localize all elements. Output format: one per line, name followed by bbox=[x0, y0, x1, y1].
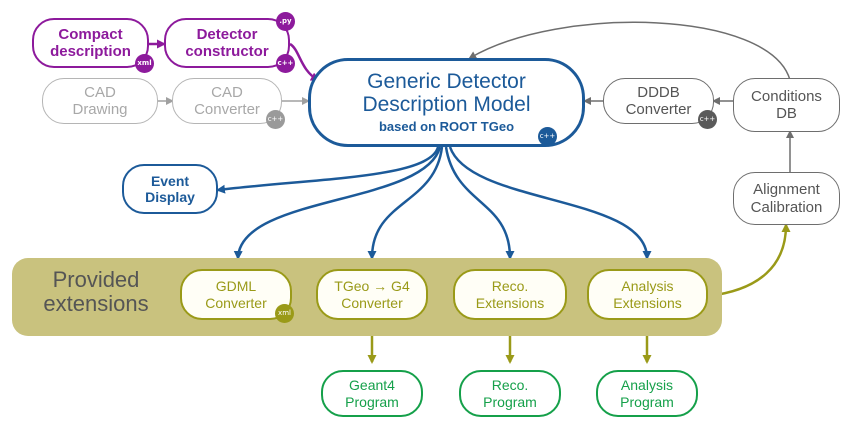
node-cad-converter-label-2: Converter bbox=[194, 101, 260, 118]
node-cad-converter[interactable]: CAD Converter c++ bbox=[172, 78, 285, 129]
node-compact-label-2: description bbox=[50, 43, 131, 60]
node-cad-drawing[interactable]: CAD Drawing bbox=[42, 78, 158, 124]
node-detector-label-2: constructor bbox=[185, 43, 269, 60]
edge-analysis-ext-to-alignment bbox=[707, 223, 791, 298]
node-geant4-program[interactable]: Geant4 Program bbox=[321, 370, 423, 417]
node-event-display[interactable]: Event Display bbox=[122, 164, 218, 214]
node-gdml-label-2: Converter bbox=[205, 294, 267, 311]
edge-model-to-analysis-ext bbox=[448, 146, 652, 260]
node-analysis-ext-label-1: Analysis bbox=[621, 278, 674, 295]
cpp-badge: c++ bbox=[276, 54, 295, 73]
provided-extensions-label: Provided extensions bbox=[26, 267, 166, 317]
node-tgeo-g4-label-2: Converter bbox=[341, 294, 403, 311]
node-reco-ext-label-2: Extensions bbox=[475, 294, 545, 311]
node-alignment-calibration[interactable]: Alignment Calibration bbox=[733, 172, 840, 225]
node-analysis-prog-label-2: Program bbox=[620, 393, 674, 410]
node-compact-description[interactable]: Compact description xml bbox=[32, 18, 154, 73]
node-dddb-label-1: DDDB bbox=[637, 83, 680, 101]
main-subtitle: based on ROOT TGeo bbox=[378, 119, 515, 135]
node-gdml-converter[interactable]: GDML Converter xml bbox=[180, 269, 294, 323]
node-conditions-db[interactable]: Conditions DB bbox=[733, 78, 840, 132]
node-tgeo-g4-label-1: TGeo → G4 bbox=[334, 278, 410, 295]
node-generic-detector-description-model[interactable]: Generic Detector Description Model based… bbox=[308, 58, 585, 147]
node-compact-label-1: Compact bbox=[58, 25, 123, 43]
node-detector-constructor[interactable]: Detector constructor .py c++ bbox=[164, 12, 295, 73]
band-label-line2: extensions bbox=[43, 291, 149, 317]
node-analysis-extensions[interactable]: Analysis Extensions bbox=[587, 269, 708, 320]
cpp-badge: c++ bbox=[698, 110, 717, 129]
xml-badge: xml bbox=[135, 54, 154, 73]
xml-badge: xml bbox=[275, 304, 294, 323]
cpp-badge: c++ bbox=[538, 127, 557, 146]
node-alignment-label-2: Calibration bbox=[750, 198, 823, 216]
node-cad-converter-label-1: CAD bbox=[211, 83, 243, 101]
node-gdml-label-1: GDML bbox=[215, 278, 257, 295]
node-analysis-ext-label-2: Extensions bbox=[613, 294, 682, 311]
node-reco-prog-label-2: Program bbox=[483, 393, 537, 410]
node-cad-drawing-label-2: Drawing bbox=[72, 101, 128, 118]
main-title-line2: Description Model bbox=[362, 93, 531, 117]
edge-model-to-reco-ext bbox=[444, 146, 515, 260]
band-label-line1: Provided bbox=[52, 267, 140, 292]
node-analysis-program[interactable]: Analysis Program bbox=[596, 370, 698, 417]
node-tgeo-g4-converter[interactable]: TGeo → G4 Converter bbox=[316, 269, 428, 320]
node-conditions-label-2: DB bbox=[776, 105, 797, 122]
node-dddb-converter[interactable]: DDDB Converter c++ bbox=[603, 78, 717, 129]
node-detector-label-1: Detector bbox=[196, 25, 258, 43]
node-event-display-label-1: Event bbox=[150, 172, 190, 189]
edge-model-to-gdml bbox=[233, 146, 442, 260]
node-alignment-label-1: Alignment bbox=[753, 181, 820, 199]
node-geant4-label-2: Program bbox=[345, 393, 399, 410]
node-conditions-label-1: Conditions bbox=[751, 87, 822, 105]
node-geant4-label-1: Geant4 bbox=[349, 377, 395, 394]
node-reco-ext-label-1: Reco. bbox=[491, 278, 529, 295]
main-title-line1: Generic Detector bbox=[367, 69, 526, 93]
edge-model-to-tgeo-g4 bbox=[367, 146, 444, 260]
node-event-display-label-2: Display bbox=[145, 189, 195, 205]
py-badge: .py bbox=[276, 12, 295, 31]
node-reco-prog-label-1: Reco. bbox=[491, 377, 529, 394]
node-analysis-prog-label-1: Analysis bbox=[620, 377, 674, 394]
edge-model-to-event-display bbox=[216, 146, 440, 194]
edge-conditions-to-model bbox=[468, 21, 791, 81]
node-reco-extensions[interactable]: Reco. Extensions bbox=[453, 269, 567, 320]
cpp-badge: c++ bbox=[266, 110, 285, 129]
node-dddb-label-2: Converter bbox=[625, 101, 692, 118]
node-reco-program[interactable]: Reco. Program bbox=[459, 370, 561, 417]
node-cad-drawing-label-1: CAD bbox=[84, 83, 116, 101]
